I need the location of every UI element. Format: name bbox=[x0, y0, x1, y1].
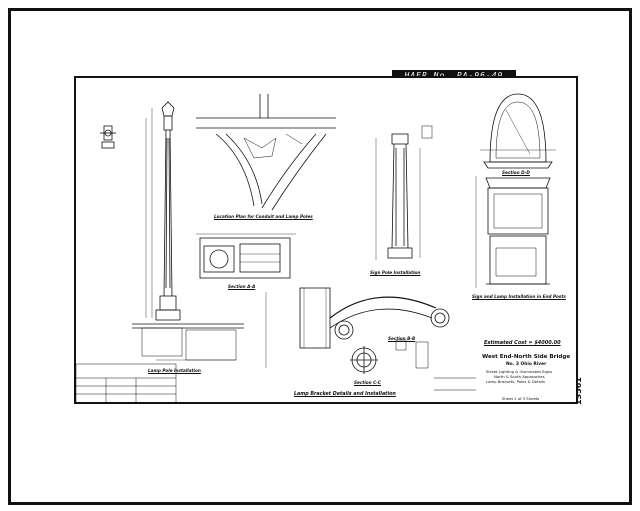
sheet-number: Sheet 1 of 3 Sheets bbox=[502, 396, 540, 401]
section-aa-drawing bbox=[196, 233, 296, 279]
label-bracket-details: Lamp Bracket Details and Installation bbox=[294, 392, 396, 397]
title-block-lines bbox=[76, 363, 476, 402]
label-section-aa: Section A-A bbox=[228, 284, 256, 289]
pole-base-emblem bbox=[100, 125, 116, 149]
label-location-plan: Location Plan for Conduit and Lamp Poles bbox=[214, 214, 313, 219]
label-sign-lamp-end-posts: Sign and Lamp Installation in End Posts bbox=[472, 294, 566, 299]
label-section-dd: Section D-D bbox=[502, 170, 530, 175]
title-line-2: North & South Approaches bbox=[494, 374, 545, 379]
title-line-3: Lamp Brackets, Poles & Details bbox=[486, 379, 546, 384]
label-lamp-pole: Lamp Pole Installation bbox=[148, 368, 201, 373]
sign-pole-drawing bbox=[375, 125, 433, 260]
end-post-elevation bbox=[475, 176, 551, 288]
lamp-bracket-drawing bbox=[265, 287, 450, 374]
bridge-name: West End-North Side Bridge bbox=[482, 354, 571, 360]
lamp-pole-drawing bbox=[132, 101, 244, 361]
drawing-linework bbox=[76, 93, 556, 402]
section-dd-drawing bbox=[480, 93, 556, 169]
label-sign-pole: Sign Pole Installation bbox=[370, 270, 421, 275]
location-plan-drawing bbox=[196, 94, 336, 211]
label-section-bb: Section B-B bbox=[388, 336, 416, 341]
label-section-cc: Section C-C bbox=[354, 380, 381, 385]
print-border bbox=[8, 8, 632, 505]
title-line-1: Street Lighting & Illuminated Signs bbox=[486, 369, 553, 374]
engineering-drawing-sheet: Lamp Pole Installation Location Plan for… bbox=[74, 76, 578, 404]
bridge-number: No. 3 Ohio River bbox=[506, 362, 547, 367]
estimated-cost: Estimated Cost = $4000.00 bbox=[484, 340, 561, 346]
